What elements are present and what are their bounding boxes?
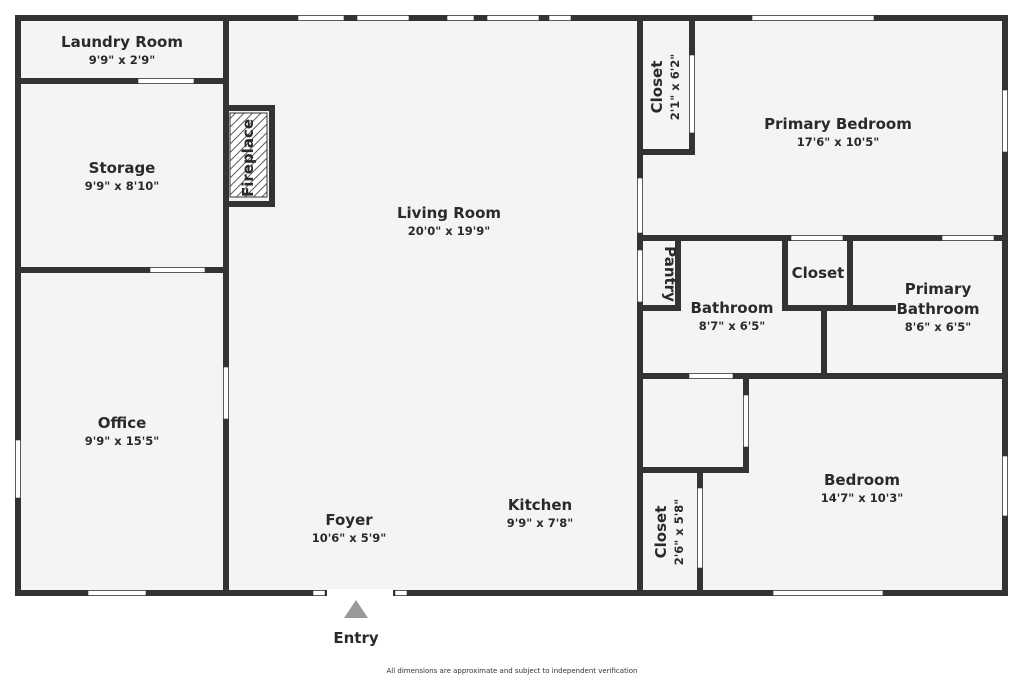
closet-bottom-dims: 2'6" x 5'8" bbox=[672, 499, 686, 565]
openings bbox=[15, 15, 1008, 596]
kitchen-name: Kitchen bbox=[508, 496, 572, 514]
primary-bathroom-name-line2: Bathroom bbox=[896, 300, 979, 318]
closet-top-name: Closet bbox=[648, 61, 666, 114]
laundry-room-name: Laundry Room bbox=[61, 33, 183, 51]
bathroom-name: Bathroom bbox=[690, 299, 773, 317]
footnote: All dimensions are approximate and subje… bbox=[387, 667, 638, 675]
storage-name: Storage bbox=[89, 159, 156, 177]
closet-bottom-name: Closet bbox=[652, 506, 670, 559]
foyer-dims: 10'6" x 5'9" bbox=[312, 531, 386, 545]
office-dims: 9'9" x 15'5" bbox=[85, 434, 159, 448]
kitchen-dims: 9'9" x 7'8" bbox=[507, 516, 573, 530]
primary-bathroom-dims: 8'6" x 6'5" bbox=[905, 320, 971, 334]
bedroom-name: Bedroom bbox=[824, 471, 900, 489]
bathroom-dims: 8'7" x 6'5" bbox=[699, 319, 765, 333]
living-room-name: Living Room bbox=[397, 204, 501, 222]
storage-dims: 9'9" x 8'10" bbox=[85, 179, 159, 193]
primary-bedroom-dims: 17'6" x 10'5" bbox=[797, 135, 879, 149]
pantry-name: Pantry bbox=[661, 246, 679, 302]
laundry-room-dims: 9'9" x 2'9" bbox=[89, 53, 155, 67]
primary-bathroom-name-line1: Primary bbox=[905, 280, 972, 298]
entry-door bbox=[327, 589, 393, 597]
closet-top-dims: 2'1" x 6'2" bbox=[668, 54, 682, 120]
living-room-dims: 20'0" x 19'9" bbox=[408, 224, 490, 238]
room-labels: Laundry Room 9'9" x 2'9" Storage 9'9" x … bbox=[61, 33, 980, 675]
entry-label: Entry bbox=[333, 629, 378, 647]
entry-arrow-icon bbox=[344, 600, 368, 618]
fireplace-hearth bbox=[229, 112, 268, 198]
foyer-name: Foyer bbox=[325, 511, 373, 529]
fireplace-name: Fireplace bbox=[239, 119, 257, 197]
bedroom-dims: 14'7" x 10'3" bbox=[821, 491, 903, 505]
closet-mid-name: Closet bbox=[792, 264, 845, 282]
office-name: Office bbox=[98, 414, 147, 432]
primary-bedroom-name: Primary Bedroom bbox=[764, 115, 912, 133]
